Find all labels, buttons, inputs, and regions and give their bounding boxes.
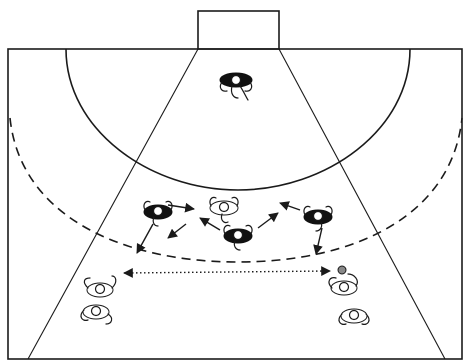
arrow-left-defender-down [137,224,153,253]
arrow-center-defender-right [258,213,278,228]
arrow-right-defender-left [280,203,300,210]
ball-icon [338,266,346,274]
attacker-back-left-player [81,276,116,324]
defender-left-player [144,201,172,226]
attacker-back-right-player [329,266,369,324]
arrow-center-defender-left [200,218,220,230]
attacker-center-left-player [210,197,238,222]
arrow-right-defender-down [316,228,322,254]
pass-line [124,271,330,273]
goal-area-line [66,49,410,190]
goalkeeper-player [220,73,252,100]
defender-center-player [224,225,252,250]
defender-right-player [304,206,332,231]
goal [198,11,279,49]
arrow-center-to-left [168,224,186,238]
